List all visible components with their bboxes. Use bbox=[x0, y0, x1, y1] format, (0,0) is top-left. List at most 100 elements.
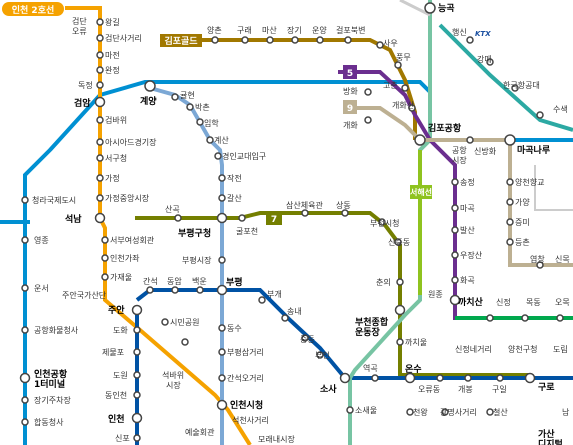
station-sinmok: 신목 bbox=[555, 255, 570, 264]
station-banghwa: 방화 bbox=[343, 86, 358, 96]
station-gyeyang: 계양 bbox=[140, 95, 157, 107]
station-samsan: 삼산체육관 bbox=[286, 200, 323, 210]
station-yangcheon-hyanggyo: 양천향교 bbox=[515, 177, 544, 187]
station-dongam: 동암 bbox=[167, 276, 182, 286]
gimpo-gold-line bbox=[200, 38, 417, 140]
station-gayang: 가양 bbox=[515, 198, 530, 207]
station-cheongna: 청라국제도시 bbox=[32, 196, 76, 205]
station-dohwa: 도화 bbox=[113, 326, 128, 335]
station-yesul: 예술회관 bbox=[185, 427, 215, 437]
station-yeomchang: 염창 bbox=[530, 255, 545, 264]
station-songjeong: 송정 bbox=[460, 177, 475, 187]
station-dorim: 도림 bbox=[553, 344, 568, 354]
station-wanggil: 왕길 bbox=[105, 18, 120, 27]
station-deungchon: 등촌 bbox=[515, 238, 530, 247]
station-sosa: 소사 bbox=[320, 383, 337, 395]
gimpo-gold-badge-label: 김포골드 bbox=[164, 35, 198, 47]
station-seogu: 서구청 bbox=[105, 154, 127, 163]
station-dongsu: 동수 bbox=[227, 324, 242, 333]
station-onsu: 온수 bbox=[405, 364, 422, 375]
station-gimpo-airport: 김포공항 bbox=[428, 122, 462, 134]
station-gajeong: 가정 bbox=[105, 173, 120, 183]
station-bakchon: 박촌 bbox=[195, 102, 210, 112]
station-imhak: 임학 bbox=[204, 118, 219, 128]
station-ganseok-ogeori: 간석오거리 bbox=[227, 373, 264, 383]
station-sangdong: 상동 bbox=[336, 200, 351, 210]
line9-badge bbox=[343, 100, 357, 114]
station-sau: 사우 bbox=[383, 39, 398, 48]
station-magongnaru: 마곡나루 bbox=[517, 144, 550, 156]
seohae-badge bbox=[410, 185, 432, 199]
station-guro: 구로 bbox=[538, 382, 555, 393]
station-ganseok: 간석 bbox=[143, 276, 158, 286]
station-wanjeong: 완정 bbox=[105, 65, 120, 75]
station-haptong: 합동청사 bbox=[34, 418, 64, 427]
station-seokcheon: 석천사거리 bbox=[232, 415, 269, 425]
station-bucheon: 부천 bbox=[315, 350, 330, 360]
station-cargo: 공항화물청사 bbox=[34, 326, 79, 335]
station-ujangsan: 우장산 bbox=[460, 250, 483, 260]
station-songnae: 송내 bbox=[287, 307, 302, 316]
station-simingongwon: 시민공원 bbox=[170, 317, 199, 327]
station-dokjeong: 독정 bbox=[78, 80, 93, 90]
incheon2-badge-label: 인천 2호선 bbox=[12, 4, 55, 16]
station-bupyeong: 부평 bbox=[226, 276, 243, 288]
station-kkachisan: 까치산 bbox=[458, 296, 484, 308]
gimpo-gold-badge bbox=[160, 34, 202, 47]
station-gangmae: 강매 bbox=[477, 54, 492, 64]
station-neunggok: 능곡 bbox=[438, 3, 455, 14]
station-yeongjong: 영종 bbox=[34, 235, 49, 245]
station-haengsin: 행신 bbox=[452, 27, 467, 37]
station-juangukgasandan: 주안국가산단 bbox=[62, 290, 107, 300]
station-sinjeongne: 신정네거리 bbox=[455, 344, 492, 354]
ktx-logo: KTX bbox=[475, 30, 491, 38]
seohae-badge-label: 서해선 bbox=[410, 187, 432, 197]
station-galsan: 갈산 bbox=[227, 193, 242, 203]
station-gochon: 고촌 bbox=[383, 81, 398, 90]
station-yeokgok: 역곡 bbox=[363, 363, 378, 373]
station-bupyeong-gu: 부평구청 bbox=[178, 227, 211, 239]
station-gajeong-market: 가정중앙시장 bbox=[105, 193, 150, 203]
line5-badge bbox=[343, 65, 357, 79]
station-gyesan: 계산 bbox=[214, 135, 229, 145]
station-magok: 마곡 bbox=[460, 204, 475, 213]
station-nam: 남 bbox=[562, 408, 570, 417]
station-unseo: 운서 bbox=[34, 284, 49, 293]
station-sinjung: 신중동 bbox=[388, 238, 410, 247]
station-hwagok: 화곡 bbox=[460, 276, 475, 285]
station-yangchon: 양촌 bbox=[207, 26, 222, 35]
station-long-term: 장기주차장 bbox=[34, 395, 71, 405]
station-balsan: 발산 bbox=[460, 225, 475, 235]
incheon2-badge bbox=[2, 2, 64, 16]
station-jungdong: 중동 bbox=[300, 335, 315, 344]
station-bugae: 부개 bbox=[267, 289, 282, 299]
station-susaek: 수색 bbox=[553, 104, 568, 114]
airport-line bbox=[0, 80, 573, 445]
station-gwangmyeong: 광명사거리 bbox=[440, 407, 477, 417]
station-omok: 오목 bbox=[555, 298, 570, 307]
station-sosaeul: 소새울 bbox=[355, 406, 377, 415]
station-chunui: 춘의 bbox=[376, 277, 391, 287]
line7-line bbox=[135, 211, 402, 375]
station-wonjong: 원종 bbox=[428, 290, 443, 299]
station-dowon: 도원 bbox=[113, 371, 128, 380]
station-maejeon: 마전 bbox=[105, 50, 120, 60]
line9-badge-label: 9 bbox=[347, 104, 353, 114]
teal-line bbox=[438, 23, 573, 132]
station-dongincheon: 동인천 bbox=[105, 390, 127, 400]
station-geolpo: 걸포북변 bbox=[336, 25, 365, 35]
station-hangang-univ: 한국항공대 bbox=[503, 81, 540, 90]
line5-badge-label: 5 bbox=[347, 69, 353, 79]
station-gajaeul: 가재울 bbox=[110, 273, 132, 282]
station-cheolsan: 철산 bbox=[493, 407, 508, 417]
station-bucheon-city: 부천시청 bbox=[370, 218, 399, 228]
station-cheonwang: 천왕 bbox=[413, 407, 428, 417]
station-yangcheon: 양천구청 bbox=[508, 344, 537, 354]
